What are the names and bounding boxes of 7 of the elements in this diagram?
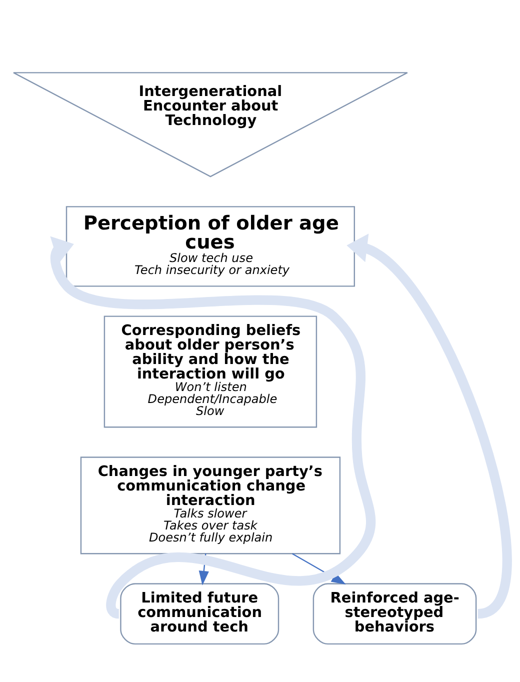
node-box: Corresponding beliefs about older person’s ability and how the interaction will go Won’t listen Dependent/Incapable Slow <box>103 316 317 428</box>
node-box: Changes in younger party’s communication change interaction Talks slower Takes over task Doesn’t fully explain <box>80 456 340 554</box>
arrow <box>50 236 375 618</box>
node-box: Reinforced age-stereotyped behaviors <box>312 583 476 645</box>
arrow <box>346 234 512 618</box>
node-box: Limited future communication around tech <box>120 583 279 645</box>
node-box: Perception of older age cues Slow tech use Tech insecurity or anxiety <box>65 206 354 287</box>
